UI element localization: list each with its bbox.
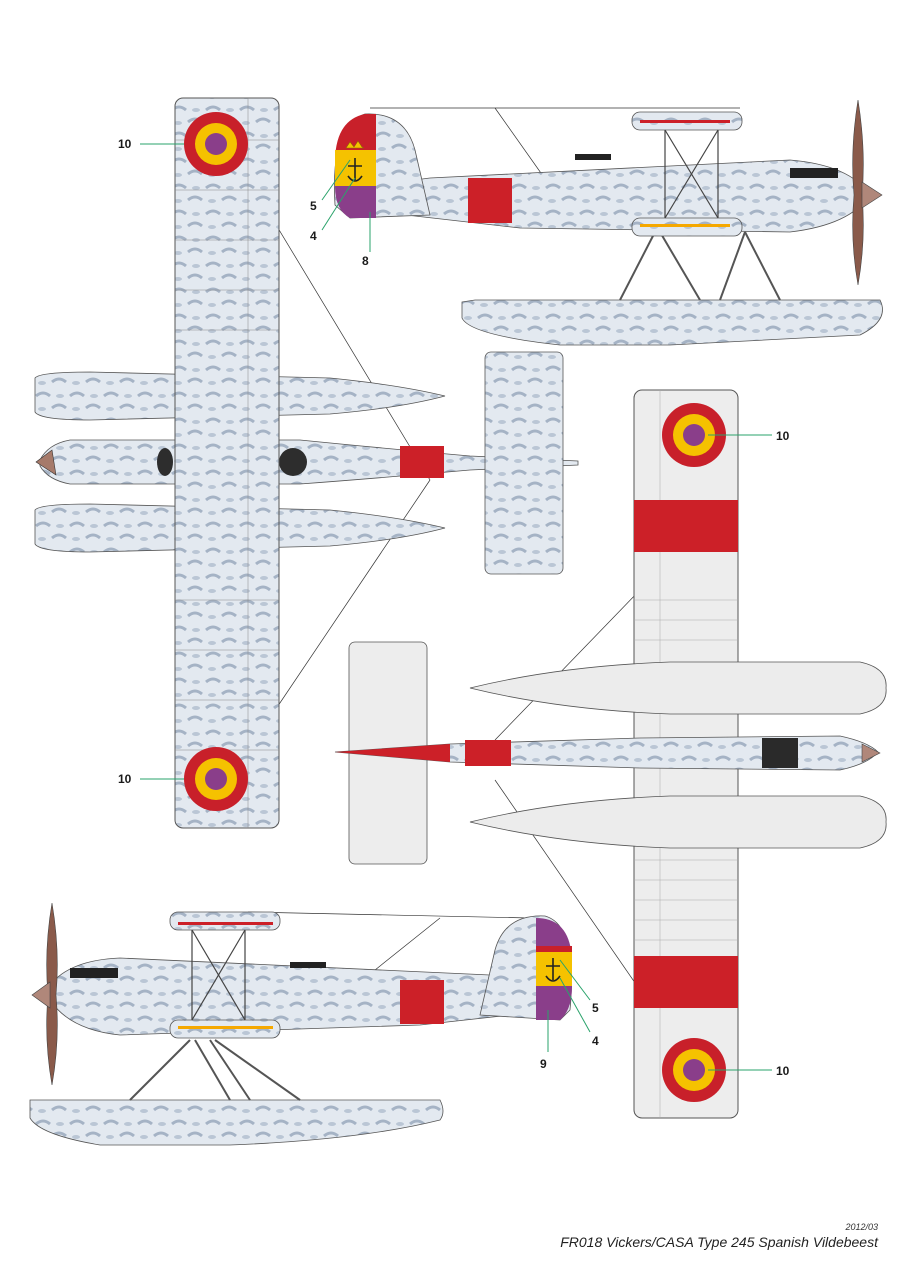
crown-icon-top (345, 140, 365, 149)
float-underside-lower (469, 795, 887, 849)
roundel-top-wing-lower (184, 747, 248, 811)
upper-wing-top (174, 97, 280, 829)
spinner-top (35, 449, 57, 476)
radiator-underside (762, 738, 798, 768)
anchor-icon-top (347, 158, 363, 182)
roundel-underside-upper (662, 403, 726, 467)
spinner-profile-bottom (31, 981, 51, 1009)
machine-gun-bottom (290, 962, 326, 968)
profile-view-top: 5 4 8 (310, 99, 883, 346)
anchor-icon-bottom (545, 958, 561, 982)
float-profile-top (461, 299, 883, 346)
cockpit-top (279, 448, 307, 476)
roundel-underside-lower (662, 1038, 726, 1102)
profile-view-bottom: 5 4 9 (29, 902, 599, 1146)
spinner-profile-top (861, 181, 883, 209)
plan-view-underside: 10 10 (334, 389, 887, 1119)
footer-title: FR018 Vickers/CASA Type 245 Spanish Vild… (560, 1234, 878, 1250)
propeller-bottom (46, 902, 58, 1086)
callout-9-profile-bottom: 9 (540, 1057, 547, 1071)
callout-10-top-wing-lower: 10 (118, 772, 132, 786)
callout-5-profile-bottom: 5 (592, 1001, 599, 1015)
tailplane-top (484, 351, 564, 575)
fin-flag-red-bottom (536, 918, 571, 950)
float-profile-bottom (29, 1099, 444, 1146)
callout-10-top-wing-upper: 10 (118, 137, 132, 151)
fuselage-band-profile-bottom (400, 980, 444, 1024)
callout-10-underside-lower: 10 (776, 1064, 790, 1078)
exhaust-bottom (70, 968, 118, 978)
exhaust-top (790, 168, 838, 178)
fin-flag-red (335, 114, 376, 160)
plan-view-upper: 10 10 (34, 97, 579, 829)
propeller-top (852, 99, 864, 286)
callout-10-underside-upper: 10 (776, 429, 790, 443)
callout-5-profile-top: 5 (310, 199, 317, 213)
machine-gun-top (575, 154, 611, 160)
fuselage-band-profile-top (468, 178, 512, 223)
fuselage-band-top (400, 446, 444, 478)
callout-4-profile-top: 4 (310, 229, 317, 243)
fuselage-profile-bottom (49, 957, 561, 1036)
wing-band-underside-lower (634, 956, 738, 1008)
float-underside-upper (469, 661, 887, 715)
engine-hump-top (157, 448, 173, 476)
wing-band-underside-upper (634, 500, 738, 552)
roundel-top-wing-upper (184, 112, 248, 176)
footer-date: 2012/03 (845, 1222, 878, 1232)
upper-wing-profile-bottom (169, 911, 281, 931)
spinner-underside (861, 743, 881, 763)
callout-4-profile-bottom: 4 (592, 1034, 599, 1048)
fin-flag-purple-bottom (536, 986, 572, 1020)
fuselage-band-underside (465, 740, 511, 766)
callout-8-profile-top: 8 (362, 254, 369, 268)
